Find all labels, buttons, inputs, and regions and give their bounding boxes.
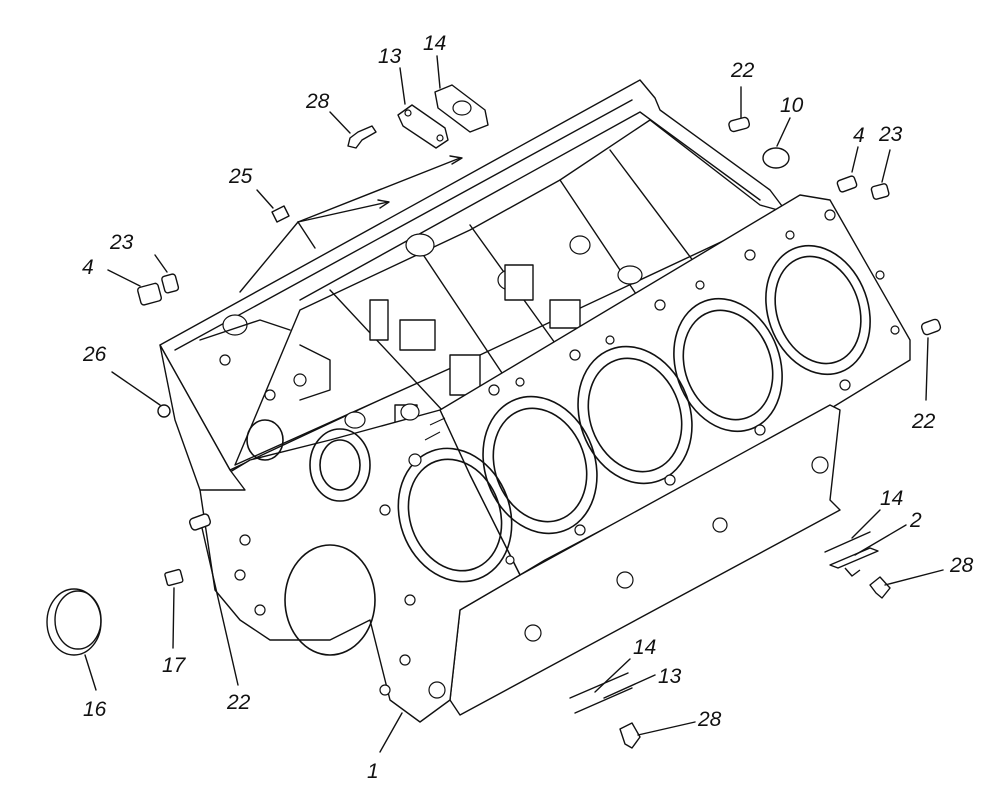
bolt-28-bottom <box>619 722 641 749</box>
gasket-14-bottom <box>569 672 629 699</box>
label-28-bottom: 28 <box>697 708 722 731</box>
plate-2 <box>829 547 879 577</box>
sleeve-4-right <box>836 175 858 193</box>
label-28-top: 28 <box>305 90 330 113</box>
label-13-bottom: 13 <box>658 665 682 688</box>
bolt-28-top <box>347 125 377 149</box>
label-26: 26 <box>82 343 107 366</box>
pin-23-right <box>870 183 890 200</box>
sleeve-4-left <box>137 282 163 306</box>
label-13-top: 13 <box>378 45 402 68</box>
cover-16 <box>46 588 102 656</box>
label-10: 10 <box>780 94 804 117</box>
label-14-right: 14 <box>880 487 903 510</box>
label-25: 25 <box>228 165 253 188</box>
gasket-14-right <box>824 531 871 553</box>
label-16: 16 <box>83 698 107 721</box>
gasket-13-bottom <box>574 687 633 714</box>
plug-17 <box>164 568 184 587</box>
label-17: 17 <box>162 654 187 677</box>
plug-25 <box>271 205 290 223</box>
label-22-top: 22 <box>730 59 755 82</box>
label-1: 1 <box>367 760 379 783</box>
gasket-13-top <box>397 104 449 149</box>
pin-22-top <box>728 116 751 133</box>
pin-22-right <box>920 318 942 336</box>
label-22-right: 22 <box>911 410 936 433</box>
label-4-left: 4 <box>82 256 94 279</box>
bolt-28-right <box>869 576 891 599</box>
callout-labels: 1 2 4 4 10 13 13 14 14 14 16 17 22 22 22… <box>82 32 974 783</box>
cylinder-block <box>159 79 911 723</box>
label-14-bottom: 14 <box>633 636 656 659</box>
pin-23-left <box>161 273 180 294</box>
label-28-right: 28 <box>949 554 974 577</box>
plug-10 <box>762 147 790 169</box>
leader-lines <box>84 55 944 753</box>
label-4-right: 4 <box>853 124 865 147</box>
cover-14-top <box>434 84 489 133</box>
label-14-top: 14 <box>423 32 446 55</box>
label-23-right: 23 <box>878 123 903 146</box>
label-2: 2 <box>909 509 922 532</box>
nut-26 <box>157 404 171 418</box>
label-22-left: 22 <box>226 691 251 714</box>
label-23-left: 23 <box>109 231 134 254</box>
